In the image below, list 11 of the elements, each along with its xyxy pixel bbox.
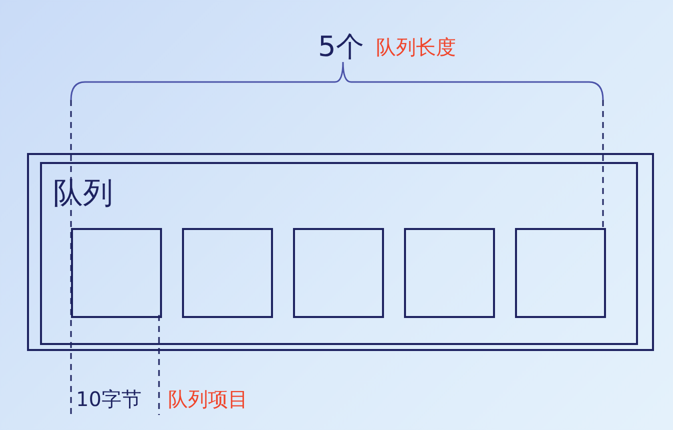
length-label: 队列长度 (376, 37, 456, 57)
queue-item-box (293, 228, 384, 318)
item-label: 队列项目 (168, 389, 248, 409)
count-label: 5个 (318, 33, 364, 61)
queue-title: 队列 (53, 179, 113, 209)
queue-item-box (404, 228, 495, 318)
queue-box (27, 153, 654, 351)
queue-item-box (182, 228, 273, 318)
size-label: 10字节 (76, 389, 142, 409)
queue-item-box (71, 228, 162, 318)
queue-item-box (515, 228, 606, 318)
